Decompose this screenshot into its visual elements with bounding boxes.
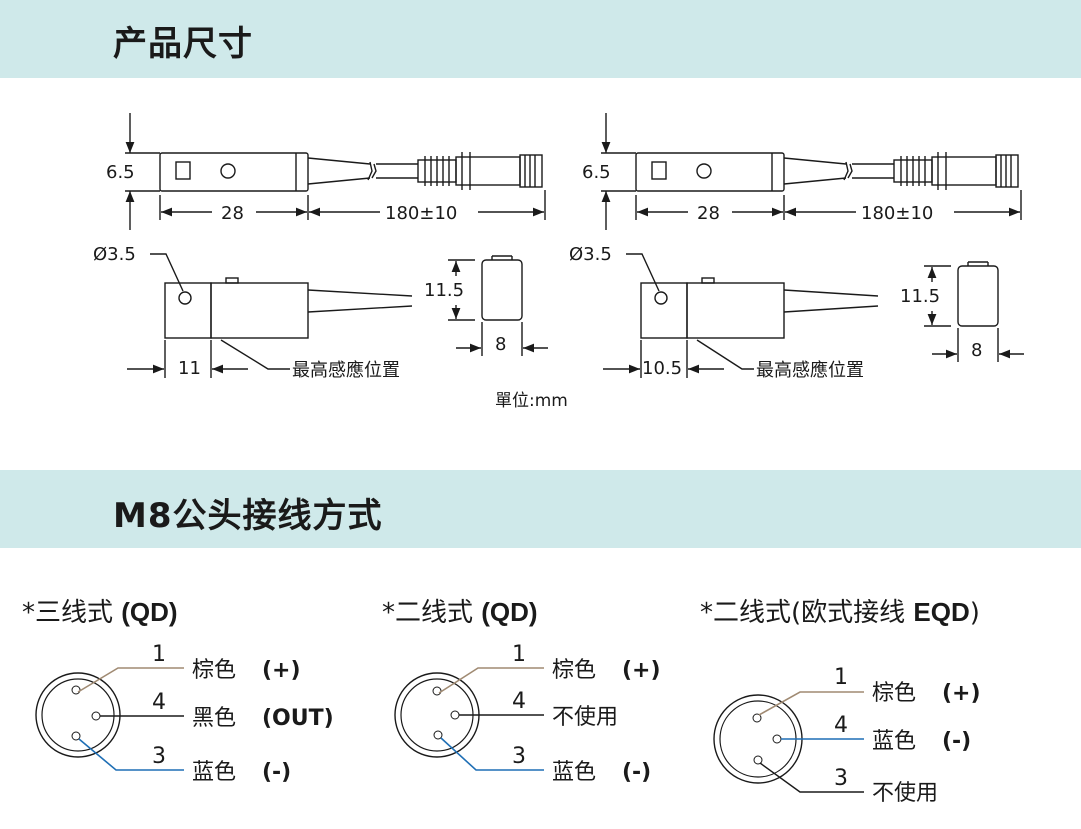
dim-side-height-label: 11.5 bbox=[424, 280, 464, 301]
pin-1 bbox=[752, 713, 762, 723]
dim-width-label: 8 bbox=[495, 334, 506, 355]
blue-wire bbox=[78, 738, 184, 771]
wire-color-label: 不使用 bbox=[552, 705, 618, 730]
wiring-title: M8公头接线方式 bbox=[113, 496, 383, 536]
connector-outer-ring bbox=[394, 672, 480, 758]
brown-wire bbox=[758, 691, 864, 716]
dimensions-title: 产品尺寸 bbox=[113, 24, 253, 64]
pin-1 bbox=[432, 686, 442, 696]
wire-signal-label: (+) bbox=[622, 658, 661, 683]
wire-color-label: 黑色 bbox=[192, 706, 236, 731]
connector-pinout-3: 1 4 3 棕色 蓝色 不使用 (+) (-) bbox=[713, 665, 981, 806]
connector-outer-ring bbox=[35, 672, 121, 758]
dim-cable-length-label: 180±10 bbox=[385, 203, 457, 224]
connector-pinout-2: 1 4 3 棕色 不使用 蓝色 (+) (-) bbox=[394, 642, 661, 785]
wiring-code: (QD) bbox=[481, 597, 538, 627]
blue-wire bbox=[440, 737, 544, 771]
wiring-title-two-wire-eqd: *二线式(欧式接线 EQD) bbox=[700, 592, 980, 629]
wire-signal-label: (+) bbox=[942, 681, 981, 706]
dim-side-height-label: 11.5 bbox=[900, 286, 940, 307]
pin-4 bbox=[91, 711, 101, 721]
sensing-position-label: 最高感應位置 bbox=[756, 359, 864, 381]
pin-3 bbox=[433, 730, 443, 740]
sensor-body-side-view bbox=[164, 282, 212, 339]
dim-width-label: 8 bbox=[971, 340, 982, 361]
dim-height-label: 6.5 bbox=[582, 162, 611, 183]
dimension-drawings: 6.5 28 180±10 Ø3.5 11.5 8 11 最高感應位置 bbox=[93, 113, 1024, 411]
wiring-prefix: *二线式 bbox=[382, 598, 482, 628]
pin-number: 4 bbox=[152, 690, 166, 715]
section-header-dimensions bbox=[0, 0, 1081, 78]
dim-sensing-offset-label: 11 bbox=[178, 358, 201, 379]
wire-color-label: 棕色 bbox=[192, 658, 236, 683]
dim-body-length-label: 28 bbox=[697, 203, 720, 224]
pin-4 bbox=[450, 710, 460, 720]
wire-color-label: 棕色 bbox=[872, 681, 916, 706]
unit-label: 單位:mm bbox=[495, 391, 568, 411]
pin-number: 4 bbox=[512, 689, 526, 714]
wire-signal-label: (-) bbox=[622, 760, 651, 785]
pin-3 bbox=[753, 755, 763, 765]
wire-signal-label: (-) bbox=[262, 760, 291, 785]
brown-wire bbox=[77, 667, 184, 693]
wiring-title-two-wire: *二线式 (QD) bbox=[382, 592, 538, 629]
wire-signal-label: (+) bbox=[262, 658, 301, 683]
wire-color-label: 不使用 bbox=[872, 781, 938, 806]
wire-color-label: 蓝色 bbox=[192, 760, 236, 785]
wire-signal-label: (OUT) bbox=[262, 706, 334, 731]
wire-color-label: 蓝色 bbox=[552, 760, 596, 785]
section-header-wiring bbox=[0, 470, 1081, 548]
wire-color-label: 蓝色 bbox=[872, 729, 916, 754]
wiring-code: EQD bbox=[913, 597, 970, 627]
pin-1 bbox=[71, 685, 81, 695]
sensing-position-label: 最高感應位置 bbox=[292, 359, 400, 381]
sensor-body-top-view bbox=[159, 152, 309, 192]
connector-outer-ring bbox=[713, 694, 803, 784]
dim-height-label: 6.5 bbox=[106, 162, 135, 183]
unused-wire bbox=[759, 762, 864, 793]
dim-cable-length-label: 180±10 bbox=[861, 203, 933, 224]
wiring-code: (QD) bbox=[121, 597, 178, 627]
dim-sensing-offset-label: 10.5 bbox=[642, 358, 682, 379]
wiring-prefix: *三线式 bbox=[22, 598, 122, 628]
drawing-right bbox=[601, 113, 1024, 378]
pin-number: 4 bbox=[834, 713, 848, 738]
wiring-title-three-wire: *三线式 (QD) bbox=[22, 592, 178, 629]
pin-number: 3 bbox=[152, 744, 166, 769]
brown-wire bbox=[438, 667, 544, 694]
pin-number: 3 bbox=[512, 744, 526, 769]
pin-number: 1 bbox=[834, 665, 848, 690]
wire-color-label: 棕色 bbox=[552, 658, 596, 683]
pin-number: 1 bbox=[152, 642, 166, 667]
wiring-suffix: ) bbox=[969, 598, 980, 628]
drawing-left bbox=[125, 113, 548, 378]
wire-signal-label: (-) bbox=[942, 729, 971, 754]
dim-body-length-label: 28 bbox=[221, 203, 244, 224]
sensor-end-view bbox=[957, 265, 999, 327]
sensor-body-side-view bbox=[640, 282, 688, 339]
sensor-end-view bbox=[481, 259, 523, 321]
dim-hole-label: Ø3.5 bbox=[569, 244, 612, 265]
dim-hole-label: Ø3.5 bbox=[93, 244, 136, 265]
connector-pinout-1: 1 4 3 棕色 黑色 蓝色 (+) (OUT) (-) bbox=[35, 642, 334, 785]
pin-3 bbox=[71, 731, 81, 741]
pin-number: 3 bbox=[834, 766, 848, 791]
sensor-body-top-view bbox=[635, 152, 785, 192]
pin-4 bbox=[772, 734, 782, 744]
pin-number: 1 bbox=[512, 642, 526, 667]
wiring-prefix: *二线式(欧式接线 bbox=[700, 598, 914, 628]
